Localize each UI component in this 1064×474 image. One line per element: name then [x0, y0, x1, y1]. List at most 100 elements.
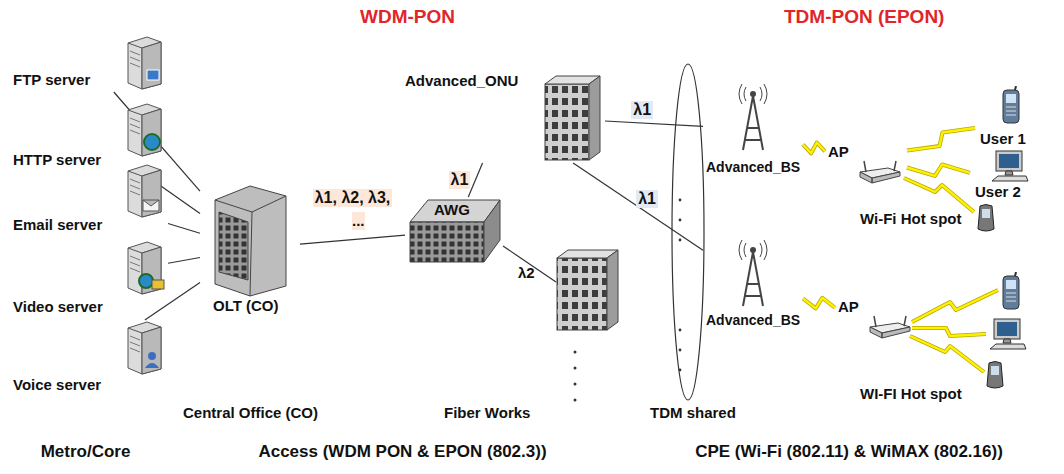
- metro-ground: [0, 0, 171, 436]
- fiber-link: [468, 163, 482, 197]
- access-point: AP: [825, 143, 907, 185]
- antenna-icon: [739, 84, 767, 150]
- fiber-link: [168, 224, 200, 234]
- brace: [645, 39, 686, 58]
- wireless-link: [907, 128, 975, 150]
- region-panel: TDM-PON (EPON) CPE (Wi-Fi (802.11) & WiMA…: [634, 0, 1064, 474]
- pc-icon: [992, 151, 1028, 181]
- server-icon: [128, 104, 161, 156]
- bottom-strip: [1, 436, 1063, 473]
- globe-badge: [139, 274, 153, 288]
- phone-icon: [1003, 86, 1019, 123]
- olt-icon: [215, 186, 286, 296]
- node-label: Advanced_ONU: [405, 72, 518, 90]
- region-panel: WDM-PON Access (WDM PON & EPON (802.3)) OL…: [172, 0, 633, 474]
- pc-icon: [990, 319, 1026, 349]
- node-label: User 2: [975, 183, 1021, 201]
- wavelength-label: λ1: [449, 171, 471, 189]
- server-node: Voice server: [10, 320, 168, 396]
- band-label: CPE (Wi-Fi (802.11) & WiMAX (802.16)): [634, 443, 1064, 461]
- wireless-link: [907, 165, 970, 176]
- server-node: Video server: [10, 237, 168, 318]
- node-label: Video server: [13, 298, 103, 316]
- section-heading: WDM-PON: [360, 8, 455, 26]
- mail-badge: [143, 200, 159, 211]
- band-label: Access (WDM PON & EPON (802.3)): [172, 443, 633, 461]
- server-icon: [128, 322, 161, 374]
- node-label: HTTP server: [13, 151, 101, 169]
- olt-node: OLT (CO): [200, 180, 300, 317]
- antenna-icon: [739, 240, 767, 306]
- onu-building: [557, 258, 607, 330]
- server-icon: [128, 37, 161, 89]
- cpe-ground: [634, 0, 1064, 436]
- onu-building: [545, 84, 589, 160]
- phone-icon: [1003, 272, 1019, 309]
- wavelength-label: λ1, λ2, λ3,: [313, 189, 393, 207]
- olt-icon: [215, 196, 286, 296]
- wireless-link: [803, 143, 825, 154]
- ellipsis-dots: [679, 199, 682, 372]
- node-label: Voice server: [13, 376, 101, 394]
- server-node: HTTP server: [10, 100, 168, 171]
- divider: [171, 0, 172, 474]
- wdm-box: [176, 52, 630, 432]
- fiber-link: [573, 163, 703, 250]
- pda-icon: [987, 362, 1003, 389]
- free-label: Fiber Works: [444, 404, 530, 422]
- awg-icon: [484, 200, 500, 262]
- tdm-box: [638, 52, 1058, 432]
- fiber-link: [168, 258, 200, 264]
- wireless-link: [803, 298, 835, 309]
- base-station: Advanced_BS: [703, 80, 803, 178]
- pda-icon: [978, 205, 994, 232]
- free-label: Central Office (CO): [183, 404, 318, 422]
- server-node: FTP server: [10, 35, 168, 92]
- hotspot-area: WI-FI Hot spot AP: [805, 255, 1057, 420]
- user-device: User 2: [970, 150, 1042, 202]
- wavelength-label: λ1: [636, 190, 658, 208]
- hotspot-area: Wi-Fi Hot spot AP User 1 User 2: [805, 82, 1057, 250]
- access-point: AP: [835, 298, 913, 340]
- awg-ports: [410, 222, 484, 262]
- awg-node: AWG: [405, 197, 503, 265]
- free-label: TDM shared: [650, 404, 736, 422]
- router-icon: [860, 161, 900, 183]
- node-label: FTP server: [13, 71, 90, 89]
- ellipsis-dots: [574, 351, 577, 402]
- node-label: Advanced_BS: [706, 158, 800, 176]
- node-label: Email server: [13, 216, 102, 234]
- fiber-link: [605, 121, 703, 126]
- node-label: User 1: [980, 130, 1026, 148]
- divider: [633, 0, 634, 474]
- user-badge: [148, 352, 156, 360]
- access-ground: [172, 0, 633, 436]
- free-label: ...: [352, 212, 365, 230]
- node-label: Advanced_BS: [706, 311, 800, 329]
- onu-node: Advanced_ONU: [400, 68, 605, 163]
- server-node: Email server: [10, 163, 168, 236]
- router-icon: [870, 316, 910, 338]
- node-label: Wi-Fi Hot spot: [860, 210, 962, 228]
- server-icon: [128, 165, 161, 217]
- node-label: OLT (CO): [213, 297, 279, 315]
- section-heading: TDM-PON (EPON): [784, 8, 944, 26]
- base-station: Advanced_BS: [703, 236, 803, 332]
- node-label: AP: [828, 143, 849, 161]
- band-label: Metro/Core: [0, 443, 171, 461]
- free-label: λ2: [518, 264, 535, 282]
- olt-ports: [219, 212, 248, 280]
- wavelength-label: λ1: [631, 101, 653, 119]
- ftp-badge: [147, 70, 159, 80]
- region-panel: Metro/Core FTP serverHTTP serverEmail ser…: [0, 0, 171, 474]
- tdm-ellipse: [672, 64, 704, 400]
- user-device: User 1: [975, 84, 1045, 149]
- node-label: WI-FI Hot spot: [860, 385, 962, 403]
- wireless-bolt: [904, 178, 998, 372]
- user-badge: [145, 363, 159, 368]
- brace: [215, 38, 630, 58]
- globe-badge: [144, 134, 160, 150]
- fiber-line: [503, 246, 556, 282]
- node-label: AP: [838, 298, 859, 316]
